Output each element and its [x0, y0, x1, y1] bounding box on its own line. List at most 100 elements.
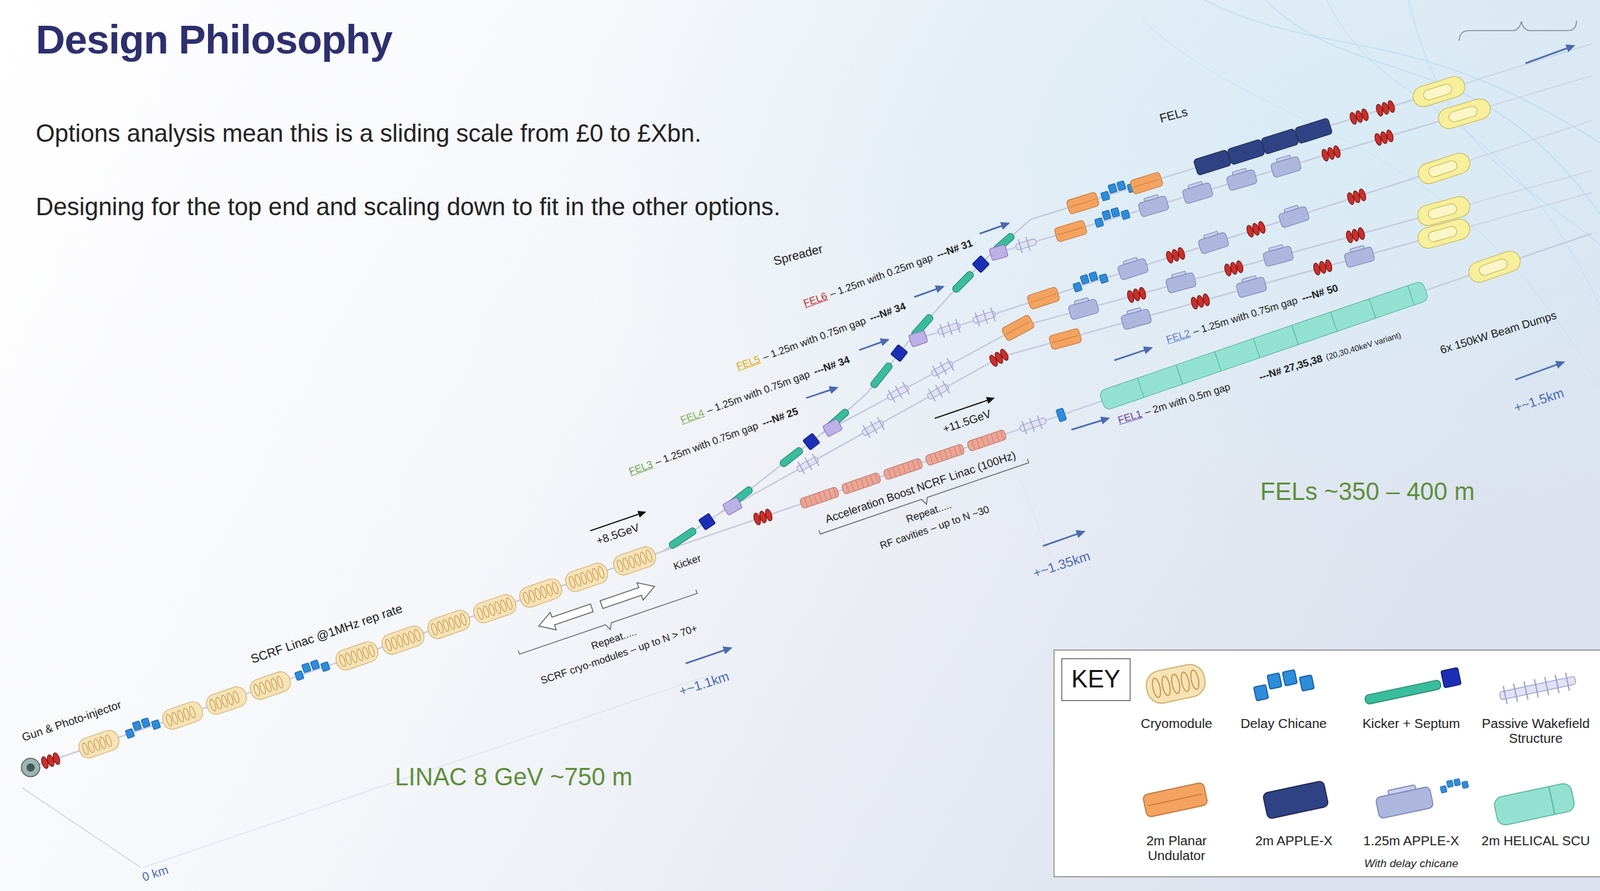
direction-arrow	[979, 223, 1009, 234]
illustration-part	[1549, 786, 1555, 815]
cryo-component	[159, 698, 205, 732]
illustration-part	[1147, 794, 1202, 806]
illustration-part	[1052, 335, 1079, 343]
illustration-part	[928, 389, 936, 402]
direction-arrow	[1515, 361, 1564, 380]
decoration	[22, 0, 1600, 877]
illustration-part	[598, 577, 658, 614]
illustration-part	[989, 244, 1009, 261]
illustration-part	[1048, 327, 1083, 350]
illustration-part	[798, 461, 806, 474]
kicker-component	[667, 526, 697, 550]
illustration-part	[1107, 183, 1117, 194]
illustration-part	[1057, 227, 1083, 236]
illustration-part	[471, 591, 519, 626]
illustration-part	[132, 720, 142, 732]
beam-pipe	[1469, 192, 1592, 227]
illustration-part	[860, 477, 864, 488]
illustration-part	[929, 454, 933, 465]
beam-pipe	[1464, 43, 1592, 84]
planar-component	[1026, 286, 1061, 310]
illustration-part	[1073, 282, 1083, 292]
illustration-part	[1534, 678, 1539, 697]
illustration-part	[833, 487, 837, 498]
septum-component	[890, 344, 909, 362]
septum-component	[971, 255, 990, 274]
illustration-part	[413, 628, 422, 642]
legend-label: Kicker + Septum	[1350, 715, 1473, 732]
illustration-part	[1440, 667, 1462, 688]
quad-component	[1055, 407, 1067, 422]
wake-component	[971, 307, 998, 328]
apple125-component	[1225, 166, 1258, 191]
illustration-part	[504, 597, 514, 610]
illustration-part	[1446, 780, 1454, 788]
illustration-part	[1565, 672, 1570, 691]
apple125-component	[1181, 179, 1214, 204]
illustration-part	[535, 599, 596, 635]
illustration-part	[1544, 676, 1549, 696]
cryo-component	[517, 576, 565, 610]
illustration-part	[955, 318, 961, 333]
illustration-part	[924, 443, 965, 466]
guide-line	[22, 787, 142, 868]
illustration-part	[990, 433, 994, 444]
illustration-part	[1498, 676, 1576, 701]
key-heading: KEY	[1071, 665, 1121, 694]
illustration-part	[855, 479, 859, 490]
direction-arrow	[1525, 45, 1573, 64]
illustration-part	[1388, 784, 1416, 795]
illustration-part	[1427, 202, 1459, 221]
illustration-part	[1171, 271, 1187, 278]
illustration-part	[1266, 673, 1282, 690]
direction-arrow	[1042, 531, 1084, 546]
reds-component	[1165, 246, 1186, 265]
illustration-part	[897, 465, 901, 476]
illustration-part	[1053, 219, 1088, 243]
illustration-part	[517, 576, 565, 610]
illustration-part	[799, 486, 840, 509]
illustration-part	[877, 417, 885, 430]
illustration-part	[1357, 226, 1367, 241]
illustration-part	[975, 312, 980, 326]
illustration-part	[1332, 144, 1342, 159]
key-panel	[1053, 649, 1600, 877]
beam-pipes	[20, 43, 1593, 772]
illustration-part	[850, 481, 855, 491]
illustration-part	[1022, 420, 1027, 435]
illustration-part	[1098, 280, 1429, 411]
illustration-part	[980, 436, 985, 447]
illustration-part	[1129, 171, 1164, 195]
illustration-part	[1410, 74, 1468, 110]
illustration-part	[1180, 671, 1191, 692]
illustration-part	[698, 513, 715, 531]
illustration-part	[1440, 785, 1448, 793]
direction-arrow	[859, 340, 888, 351]
slide-title: Design Philosophy	[35, 16, 392, 64]
apple125-component	[1234, 273, 1267, 299]
illustration-part	[1094, 217, 1104, 228]
illustration-part	[1176, 246, 1186, 261]
beam-pipe	[1469, 120, 1592, 161]
illustration-part	[1364, 679, 1442, 705]
illustration-part	[1160, 675, 1172, 697]
apple125-component	[1116, 255, 1149, 281]
cryo-component	[379, 623, 427, 658]
illustration-part	[812, 453, 820, 466]
illustration-part	[887, 468, 891, 479]
beam-pipe	[1469, 170, 1592, 205]
wake-component	[924, 380, 952, 404]
legend-label: 2m APPLE-X	[1238, 832, 1351, 849]
illustration-part	[1503, 685, 1508, 705]
illustration-part	[935, 384, 943, 397]
illustration-part	[763, 508, 774, 522]
illustration-part	[953, 446, 958, 457]
beam-pipe	[1489, 76, 1592, 107]
legend-label: 1.25m APPLE-X	[1350, 832, 1473, 849]
illustration-part	[551, 581, 560, 595]
illustration-part	[1292, 325, 1299, 345]
illustration-part	[1030, 293, 1056, 303]
illustration-part	[188, 705, 197, 719]
planar-component	[1048, 327, 1083, 350]
illustration-part	[1151, 677, 1162, 699]
